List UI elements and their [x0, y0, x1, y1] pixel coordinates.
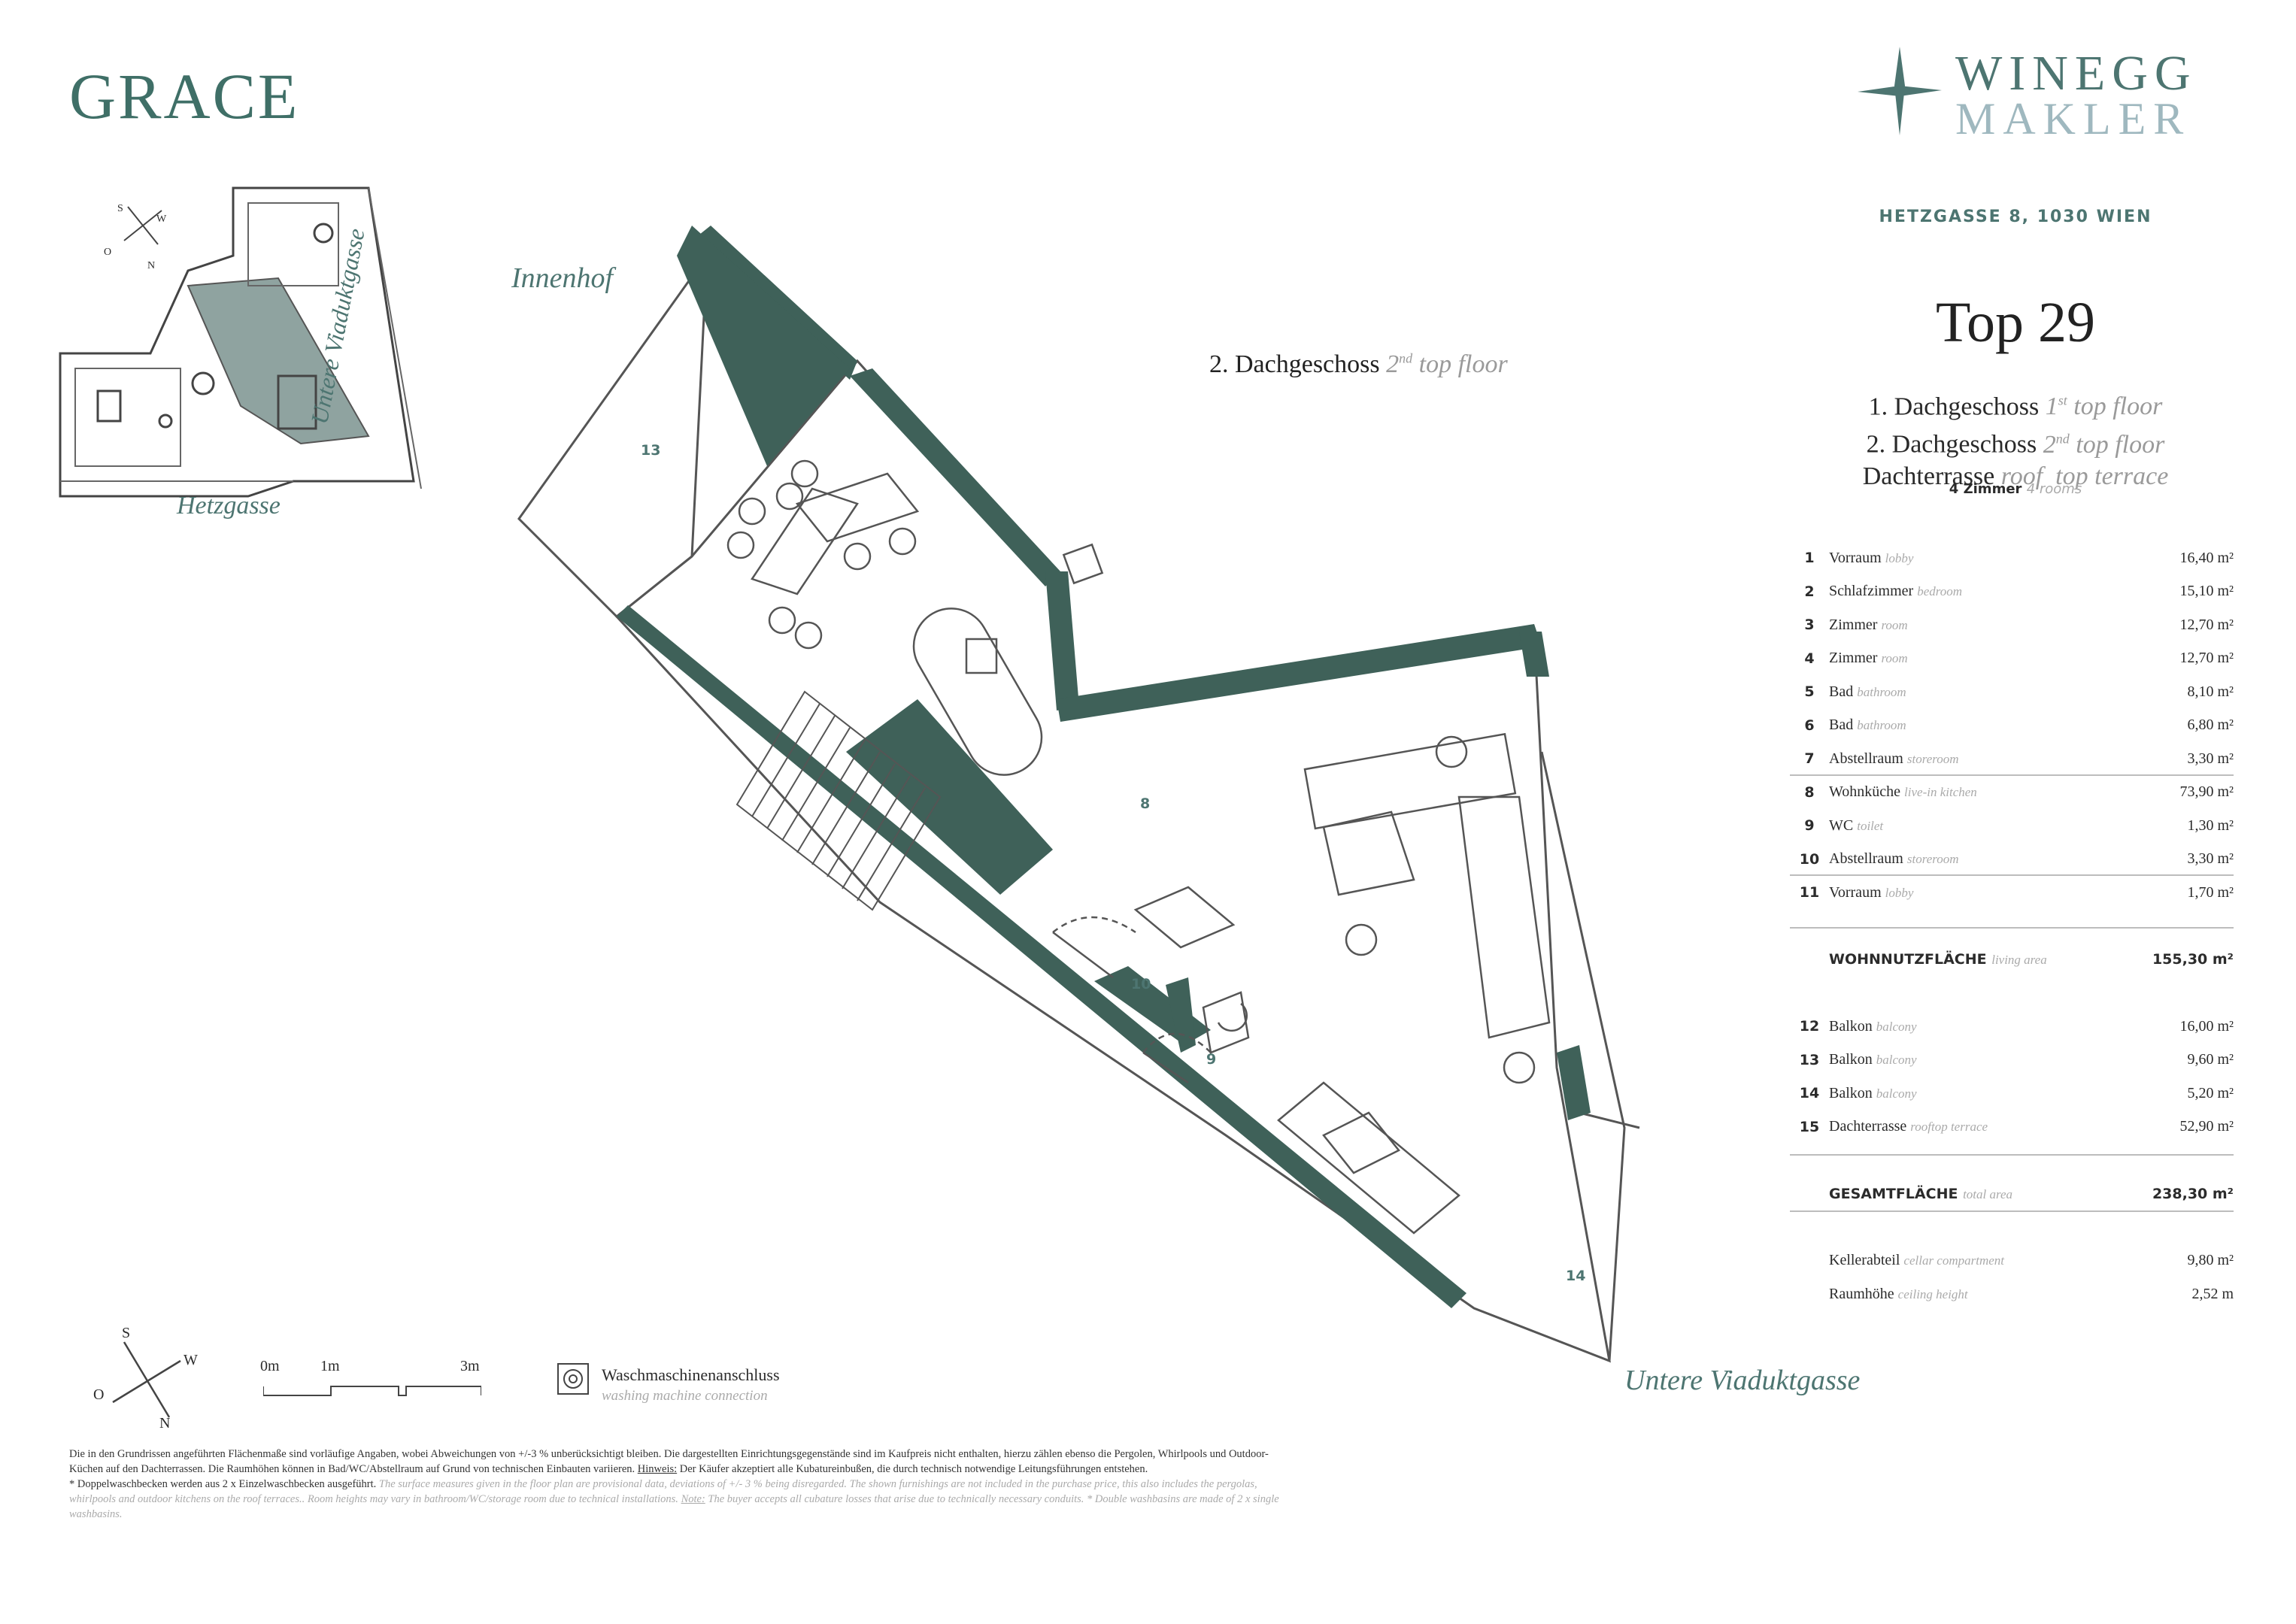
key-compass-s: S	[117, 203, 123, 214]
street-viadukt: Untere Viaduktgasse	[1624, 1365, 1861, 1396]
scale-label-3: 3m	[460, 1358, 480, 1374]
project-logo: GRACE	[69, 60, 300, 132]
compass-icon	[112, 1341, 181, 1418]
agency-subtitle: MAKLER	[1955, 94, 2191, 144]
scale-bar	[263, 1386, 481, 1396]
disclaimer: Die in den Grundrissen angeführten Fläch…	[69, 1448, 1279, 1520]
address: HETZGASSE 8, 1030 WIEN	[1879, 208, 2152, 226]
compass-o: O	[93, 1386, 105, 1403]
room-number-10: 10	[1131, 976, 1151, 992]
key-plan	[59, 186, 422, 498]
compass-icon	[123, 206, 162, 245]
compass-s: S	[122, 1325, 131, 1341]
divider	[1790, 1210, 2234, 1212]
compass-w: W	[183, 1352, 198, 1368]
street-innenhof: Innenhof	[511, 262, 614, 294]
floor-plan	[517, 226, 1640, 1363]
agency-name: WINEGG	[1955, 46, 2197, 101]
key-compass-w: W	[156, 214, 167, 225]
key-street-hetzgasse: Hetzgasse	[177, 492, 281, 520]
room-number-14: 14	[1566, 1268, 1586, 1284]
divider	[1790, 874, 2234, 876]
compass-star-logo-icon	[1858, 47, 1942, 135]
floor-line-2: 2. Dachgeschoss 2nd top floor	[1866, 430, 2165, 459]
compass-n: N	[159, 1415, 171, 1432]
key-compass-n: N	[147, 260, 156, 271]
floor-line-1: 1. Dachgeschoss 1st top floor	[1868, 392, 2163, 421]
room-number-8: 8	[1140, 795, 1151, 812]
washing-machine-icon	[557, 1363, 589, 1395]
plan-floor-label: 2. Dachgeschoss 2nd top floor	[1209, 350, 1508, 378]
scale-label-0: 0m	[260, 1358, 280, 1374]
unit-title: Top 29	[1935, 291, 2096, 354]
divider	[1790, 774, 2234, 776]
divider	[1790, 1154, 2234, 1156]
key-compass-o: O	[104, 247, 112, 258]
floor-line-3: Dachterrasse roof top terrace	[1862, 462, 2169, 490]
rooms-count: 4 Zimmer 4 rooms	[1949, 481, 2082, 497]
room-number-9: 9	[1206, 1051, 1217, 1068]
key-plan-compass	[113, 195, 173, 259]
scale-label-1: 1m	[320, 1358, 340, 1374]
divider	[1790, 927, 2234, 929]
room-number-13: 13	[641, 442, 661, 459]
floor-list: 1. Dachgeschoss 1st top floor 2. Dachges…	[1715, 385, 2296, 492]
